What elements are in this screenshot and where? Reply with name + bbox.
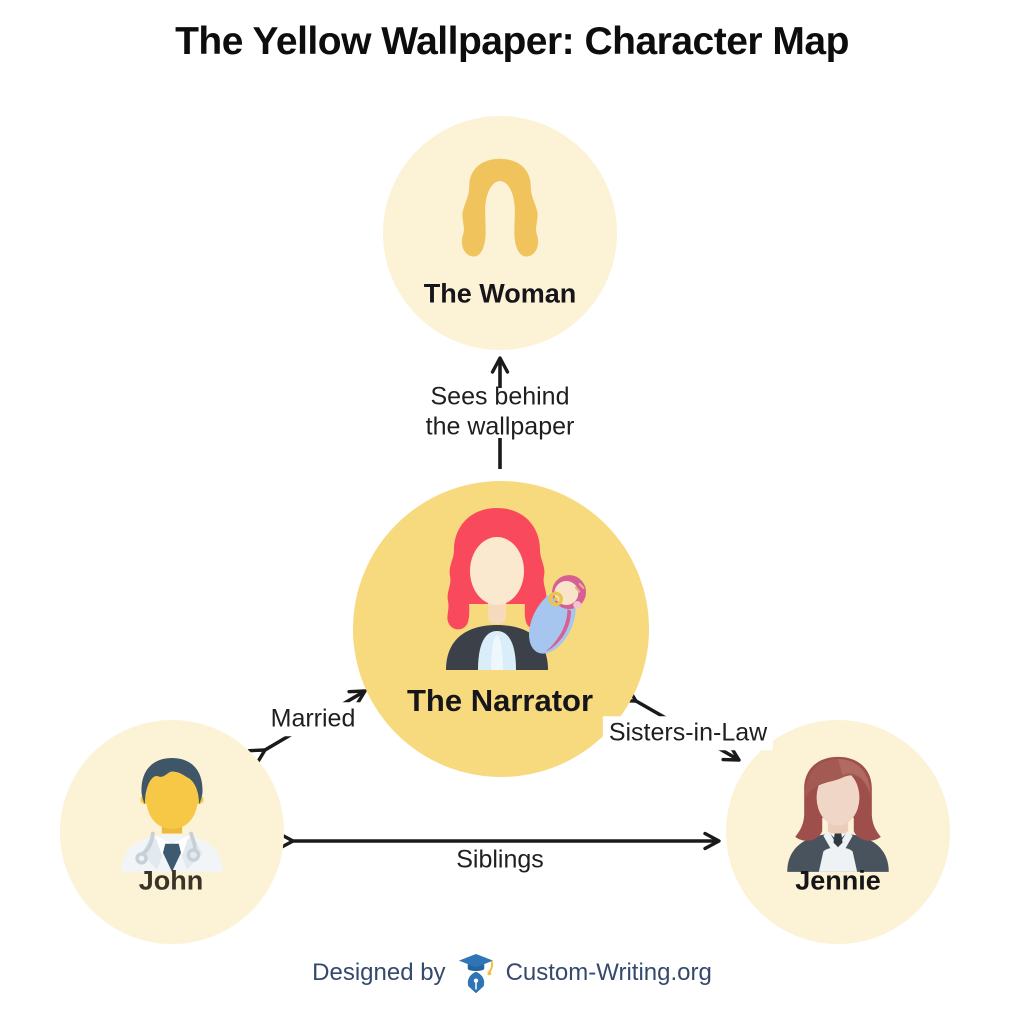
node-the-woman xyxy=(383,116,617,350)
edge-label-sisters-in-law: Sisters-in-Law xyxy=(602,716,774,750)
mother-with-baby-icon xyxy=(446,508,587,670)
footer-prefix: Designed by xyxy=(312,959,446,986)
page-title: The Yellow Wallpaper: Character Map xyxy=(175,20,849,63)
footer-credit: Designed by Custom-Writing.org xyxy=(0,952,1024,994)
node-label-the-woman: The Woman xyxy=(423,278,577,309)
edge-label-sees-behind: Sees behind the wallpaper xyxy=(425,382,575,441)
housekeeper-icon xyxy=(787,756,889,872)
edge-label-siblings: Siblings xyxy=(450,845,550,875)
edge-label-married: Married xyxy=(264,702,362,736)
woman-hair-icon xyxy=(461,158,539,257)
custom-writing-logo-icon xyxy=(458,954,493,994)
node-label-jennie: Jennie xyxy=(795,865,881,896)
node-label-the-narrator: The Narrator xyxy=(406,683,594,718)
doctor-icon xyxy=(121,758,223,872)
baby-icon xyxy=(529,575,587,654)
footer-brand: Custom-Writing.org xyxy=(505,959,712,986)
node-label-john: John xyxy=(138,865,204,896)
